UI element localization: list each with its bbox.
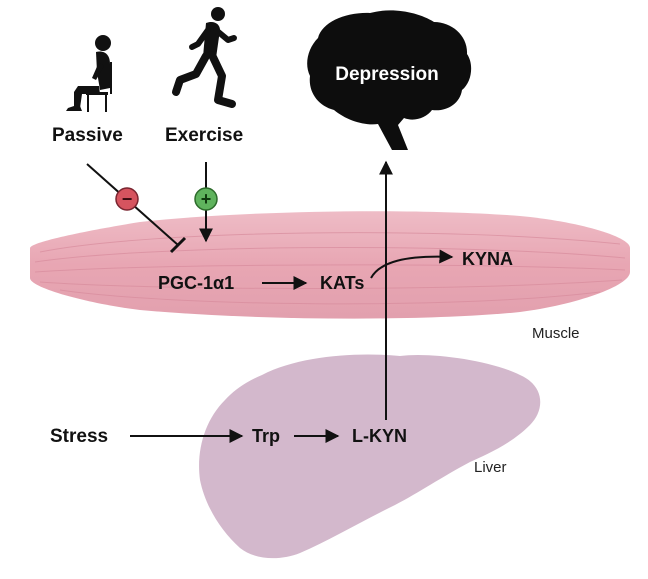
exercise-label: Exercise bbox=[165, 125, 243, 146]
inhibit-sign: − bbox=[122, 189, 133, 209]
inhibition-bar bbox=[169, 236, 187, 254]
stress-label: Stress bbox=[50, 426, 108, 447]
sitting-person-icon bbox=[66, 35, 112, 112]
activate-sign: + bbox=[201, 189, 212, 209]
activate-badge: + bbox=[194, 187, 218, 211]
depression-label: Depression bbox=[335, 64, 438, 85]
kats-label: KATs bbox=[320, 273, 364, 293]
trp-label: Trp bbox=[252, 426, 280, 446]
lkyn-label: L-KYN bbox=[352, 426, 407, 446]
inhibit-badge: − bbox=[115, 187, 139, 211]
pgc-label: PGC-1α1 bbox=[158, 273, 234, 293]
kyna-label: KYNA bbox=[462, 249, 513, 269]
liver-shape bbox=[199, 354, 541, 559]
brain-icon bbox=[307, 10, 472, 151]
passive-label: Passive bbox=[52, 125, 123, 146]
muscle-fibers bbox=[34, 232, 626, 305]
liver-label: Liver bbox=[474, 459, 507, 476]
muscle-label: Muscle bbox=[532, 325, 580, 342]
running-person-icon bbox=[172, 7, 237, 108]
lkyn-to-kyna-arrow bbox=[370, 249, 454, 279]
